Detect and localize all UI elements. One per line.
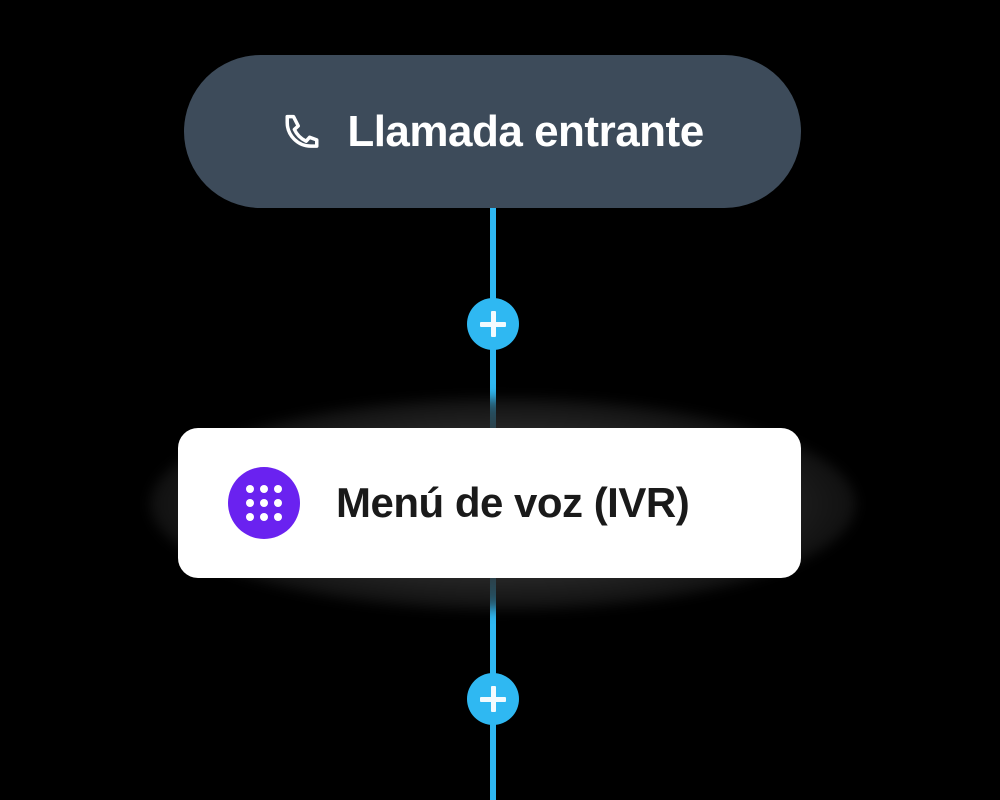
phone-call-icon [281,110,325,154]
dialpad-icon [228,467,300,539]
add-step-button-2[interactable] [467,673,519,725]
dialpad-dots [246,485,282,521]
add-step-button-1[interactable] [467,298,519,350]
flow-node-voice-menu-label: Menú de voz (IVR) [336,479,690,526]
flow-node-voice-menu[interactable]: Menú de voz (IVR) [178,428,801,578]
flow-node-incoming-call-label: Llamada entrante [347,106,704,156]
flow-node-incoming-call[interactable]: Llamada entrante [184,55,801,208]
connector-line-top [490,200,496,330]
